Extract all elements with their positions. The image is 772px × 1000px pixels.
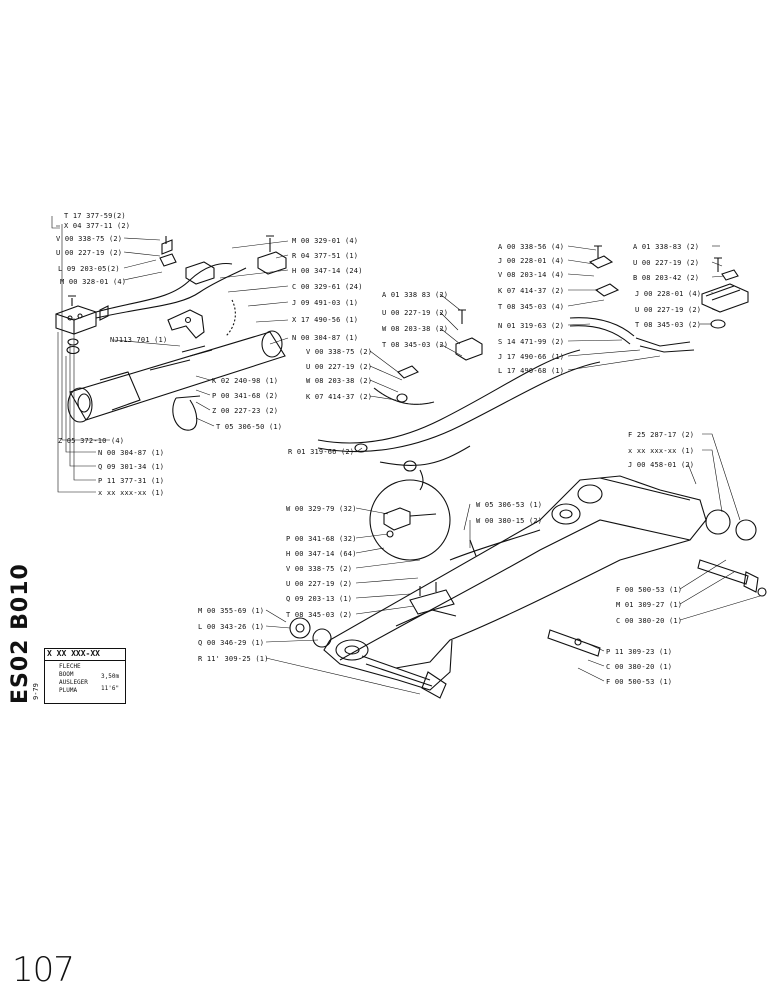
hydraulic-cylinder — [67, 330, 286, 423]
part-label: W 00 329-79 (32) — [286, 505, 357, 513]
part-label: V 00 338-75 (2) — [306, 348, 373, 356]
dim-metric: 3,50m — [101, 673, 120, 680]
sheet-code: ES02 B010 — [8, 563, 33, 704]
hose-clamp-block — [159, 235, 287, 285]
part-label: R 04 377-51 (1) — [292, 252, 359, 260]
part-label: Q 00 346-29 (1) — [198, 639, 265, 647]
part-label: U 00 227-19 (2) — [382, 309, 449, 317]
part-label: C 00 380-20 (1) — [606, 663, 673, 671]
part-label: x xx xxx-xx (1) — [98, 489, 165, 497]
part-label: P 00 341-68 (32) — [286, 535, 357, 543]
part-label: N 00 304-87 (1) — [292, 334, 359, 342]
part-label: A 00 338-56 (4) — [498, 243, 565, 251]
part-label: U 00 227-19 (2) — [635, 306, 702, 314]
detail-circle — [369, 479, 451, 561]
part-label: N 01 319-63 (2) — [498, 322, 565, 330]
part-label: P 11 377-31 (1) — [98, 477, 165, 485]
part-label: V 00 338-75 (2) — [56, 235, 123, 243]
part-label: T 05 306-50 (1) — [216, 423, 283, 431]
part-label: Q 09 301-34 (1) — [98, 463, 165, 471]
part-label: Z 00 227-23 (2) — [212, 407, 279, 415]
part-label: J 17 490-66 (1) — [498, 353, 565, 361]
part-label: Q 09 203-13 (1) — [286, 595, 353, 603]
title-block: FLECHE BOOM AUSLEGER PLUMA 3,50m 11'6" — [44, 659, 126, 704]
part-label: J 00 228-01 (4) — [498, 257, 565, 265]
part-label: W 00 380-15 (2) — [476, 517, 543, 525]
title-fr: FLECHE — [59, 663, 81, 670]
part-label: L 17 490-68 (1) — [498, 367, 565, 375]
part-number-box: X XX XXX-XX — [44, 648, 126, 661]
part-label: x xx xxx-xx (1) — [628, 447, 695, 455]
title-en: BOOM — [59, 671, 74, 678]
part-label: A 01 338 83 (2) — [382, 291, 449, 299]
part-label: T 08 345-03 (2) — [286, 611, 353, 619]
part-label: R 11' 309-25 (1) — [198, 655, 269, 663]
part-label: T 08 345-03 (4) — [498, 303, 565, 311]
part-label: NJ113 701 (1) — [110, 336, 168, 344]
part-label: F 00 500-53 (1) — [606, 678, 673, 686]
valve-block — [55, 295, 109, 355]
part-label: H 00 347-14 (64) — [286, 550, 357, 558]
part-label: K 07 414-37 (2) — [306, 393, 373, 401]
title-de: AUSLEGER — [59, 679, 88, 686]
boom-structure — [289, 475, 767, 699]
part-label: T 17 377-59(2) — [64, 212, 126, 220]
part-label: U 00 227-19 (2) — [286, 580, 353, 588]
part-label: L 09 203-05(2) — [58, 265, 120, 273]
part-label: U 00 227-19 (2) — [306, 363, 373, 371]
part-label: T 08 345-03 (2) — [382, 341, 449, 349]
part-label: N 00 304-87 (1) — [98, 449, 165, 457]
dim-imperial: 11'6" — [101, 685, 120, 692]
part-label: M 00 329-01 (4) — [292, 237, 359, 245]
part-label: T 08 345-03 (2) — [635, 321, 702, 329]
sheet-revision: 9-79 — [32, 683, 40, 700]
leader-lines-right — [567, 245, 761, 682]
title-es: PLUMA — [59, 687, 78, 694]
part-label: R 01 319-66 (2) — [288, 448, 355, 456]
part-label: P 11 309-23 (1) — [606, 648, 673, 656]
part-label: K 02 240-98 (1) — [212, 377, 279, 385]
part-label: V 00 338-75 (2) — [286, 565, 353, 573]
part-label: P 00 341-68 (2) — [212, 392, 279, 400]
part-label: F 00 500-53 (1) — [616, 586, 683, 594]
part-label: X 17 490-56 (1) — [292, 316, 359, 324]
part-label: S 14 471-99 (2) — [498, 338, 565, 346]
part-label: V 08 203-14 (4) — [498, 271, 565, 279]
part-label: U 00 227-19 (2) — [633, 259, 700, 267]
part-label: Z 05 372-10 (4) — [58, 437, 125, 445]
part-label: H 00 347-14 (24) — [292, 267, 363, 275]
part-label: L 00 343-26 (1) — [198, 623, 265, 631]
part-label: M 00 328-01 (4) — [60, 278, 127, 286]
part-label: B 08 203-42 (2) — [633, 274, 700, 282]
part-label: W 05 306-53 (1) — [476, 501, 543, 509]
leader-lines-left — [51, 216, 289, 493]
part-label: X 04 377-11 (2) — [64, 222, 131, 230]
part-label: U 00 227-19 (2) — [56, 249, 123, 257]
part-label: F 25 287-17 (2) — [628, 431, 695, 439]
part-label: J 00 458-01 (2) — [628, 461, 695, 469]
part-label: C 00 329-61 (24) — [292, 283, 363, 291]
leader-lines-center — [265, 293, 471, 695]
part-label: C 00 380-20 (1) — [616, 617, 683, 625]
part-label: W 08 203-38 (2) — [306, 377, 373, 385]
part-label: J 00 228-01 (4) — [635, 290, 702, 298]
part-label: J 09 491-03 (1) — [292, 299, 359, 307]
part-label: K 07 414-37 (2) — [498, 287, 565, 295]
part-label: M 01 309-27 (1) — [616, 601, 683, 609]
part-label: M 00 355-69 (1) — [198, 607, 265, 615]
part-number: X XX XXX-XX — [47, 649, 100, 658]
part-label: W 08 203-38 (2) — [382, 325, 449, 333]
page-number: 107 — [12, 950, 75, 990]
part-label: A 01 338-83 (2) — [633, 243, 700, 251]
